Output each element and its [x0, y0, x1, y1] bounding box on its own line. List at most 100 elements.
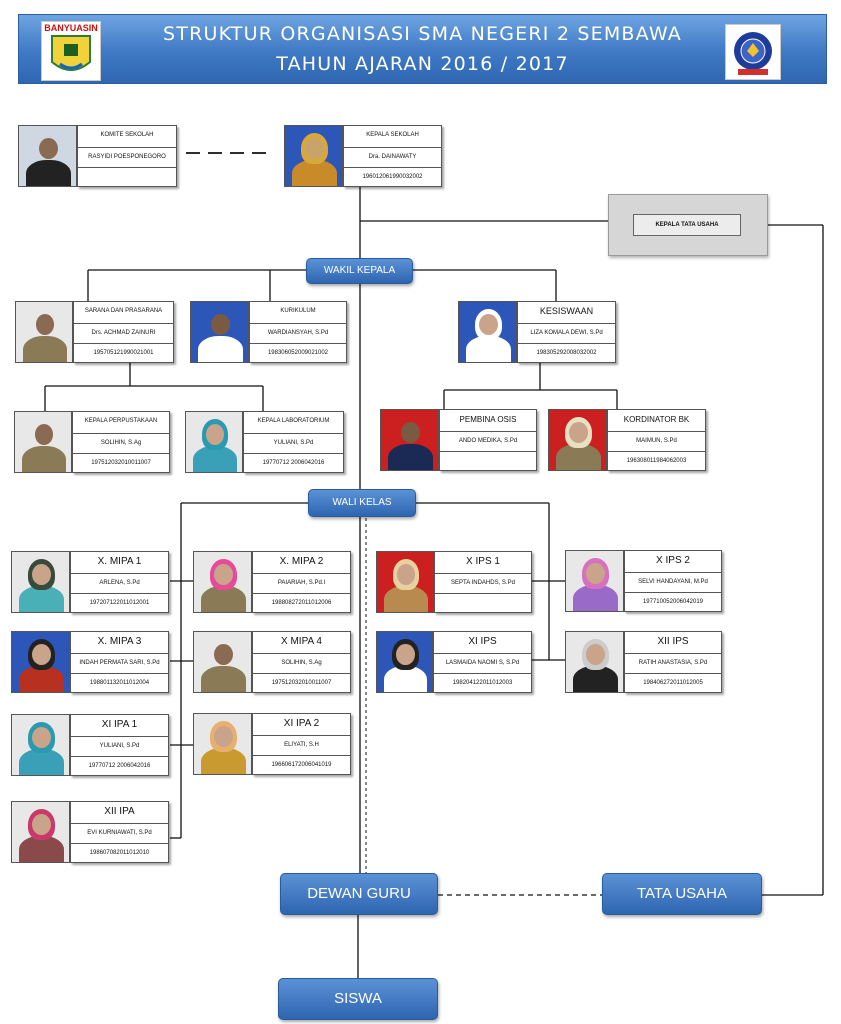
header-banner: BANYUASIN STRUKTUR ORGANISASI SMA NEGERI… [18, 14, 827, 84]
portrait-photo [458, 301, 517, 363]
person-title: XI IPS [468, 636, 497, 647]
dewan-guru-node: DEWAN GURU [280, 873, 438, 915]
banyuasin-emblem-icon [51, 35, 91, 71]
portrait-photo [190, 301, 249, 363]
person-name: YULIANI, S.Pd [244, 432, 343, 454]
person-nip: 198306052009021002 [250, 343, 346, 364]
person-nip [440, 451, 536, 472]
portrait-photo [11, 631, 70, 693]
person-nip: 197710052006042019 [625, 592, 721, 613]
siswa-node: SISWA [278, 978, 438, 1020]
person-name: SELVI HANDAYANI, M.Pd [625, 571, 721, 593]
person-title: KURIKULUM [280, 308, 316, 314]
person-nip: 196012061990032002 [344, 167, 441, 188]
portrait-photo [193, 551, 252, 613]
banyuasin-logo: BANYUASIN [41, 21, 101, 81]
person-title: X IPS 1 [466, 556, 500, 567]
person-nip: 198801132011012004 [71, 673, 168, 694]
person-title: KEPALA PERPUSTAKAAN [84, 418, 158, 424]
person-name: Dra. DAINAWATY [344, 146, 441, 168]
person-name: INDAH PERMATA SARI, S.Pd [71, 652, 168, 674]
person-name: WARDIANSYAH, S.Pd [250, 322, 346, 344]
person-name: MAIMUN, S.Pd [608, 430, 705, 452]
person-nip [435, 593, 531, 614]
tut-wuri-handayani-icon [734, 32, 772, 75]
person-name: SOLIHIN, S.Ag [73, 432, 169, 454]
person-nip: 19770712 2006042016 [71, 756, 168, 777]
person-nip: 197512032010011007 [73, 453, 169, 474]
portrait-photo [11, 714, 70, 776]
portrait-photo [565, 550, 624, 612]
kepala-tata-usaha-label: KEPALA TATA USAHA [633, 214, 741, 236]
person-nip: 19770712 2006042016 [244, 453, 343, 474]
person-name: ELIYATI, S.H [253, 734, 350, 756]
person-nip: 196308011984062003 [608, 451, 705, 472]
person-title: KEPALA LABORATORIUM [257, 418, 330, 424]
person-nip: 195705121990021001 [74, 343, 173, 364]
person-name: RATIH ANASTASIA, S.Pd [625, 652, 721, 674]
person-name: EVI KURNIAWATI, S.Pd [71, 822, 168, 844]
person-title: KOMITE SEKOLAH [100, 132, 154, 138]
logo-left-text: BANYUASIN [44, 23, 98, 33]
portrait-photo [15, 301, 73, 363]
portrait-photo [565, 631, 624, 693]
person-nip: 198808272011012006 [253, 593, 350, 614]
person-name: ARLENA, S.Pd [71, 572, 168, 594]
person-name: LIZA KOMALA DEWI, S.Pd [518, 322, 615, 344]
person-title: XI IPA 1 [101, 719, 138, 730]
person-title: X. MIPA 3 [97, 636, 142, 647]
person-title: SARANA DAN PRASARANA [84, 308, 163, 314]
portrait-photo [380, 409, 439, 471]
person-name: RASYIDI POESPONEGORO [78, 146, 176, 168]
person-nip: 196606172006041019 [253, 755, 350, 776]
portrait-photo [284, 125, 343, 187]
person-title: XII IPS [657, 636, 689, 647]
portrait-photo [376, 551, 434, 613]
person-name: SEPTA INDAHDS, S.Pd [435, 572, 531, 594]
portrait-photo [11, 551, 70, 613]
person-card-xips1: X IPS 1 SEPTA INDAHDS, S.Pd [376, 551, 532, 613]
person-info-table: X IPS 1 SEPTA INDAHDS, S.Pd [434, 551, 532, 613]
person-nip: 198607082011012010 [71, 843, 168, 864]
header-title: STRUKTUR ORGANISASI SMA NEGERI 2 SEMBAWA [163, 23, 682, 45]
wakil-kepala-node: WAKIL KEPALA [306, 258, 413, 284]
person-title: PEMBINA OSIS [459, 415, 517, 424]
person-nip [78, 167, 176, 188]
person-name: SOLIHIN, S.Ag [253, 652, 350, 674]
person-info-table: KOMITE SEKOLAH RASYIDI POESPONEGORO [77, 125, 177, 187]
person-title: X MIPA 4 [281, 636, 322, 647]
portrait-photo [193, 713, 252, 775]
person-card-komite: KOMITE SEKOLAH RASYIDI POESPONEGORO [18, 125, 177, 187]
person-name: PAIARIAH, S.Pd.I [253, 572, 350, 594]
person-name: Drs. ACHMAD ZAINURI [74, 322, 173, 344]
person-title: X. MIPA 2 [279, 556, 324, 567]
